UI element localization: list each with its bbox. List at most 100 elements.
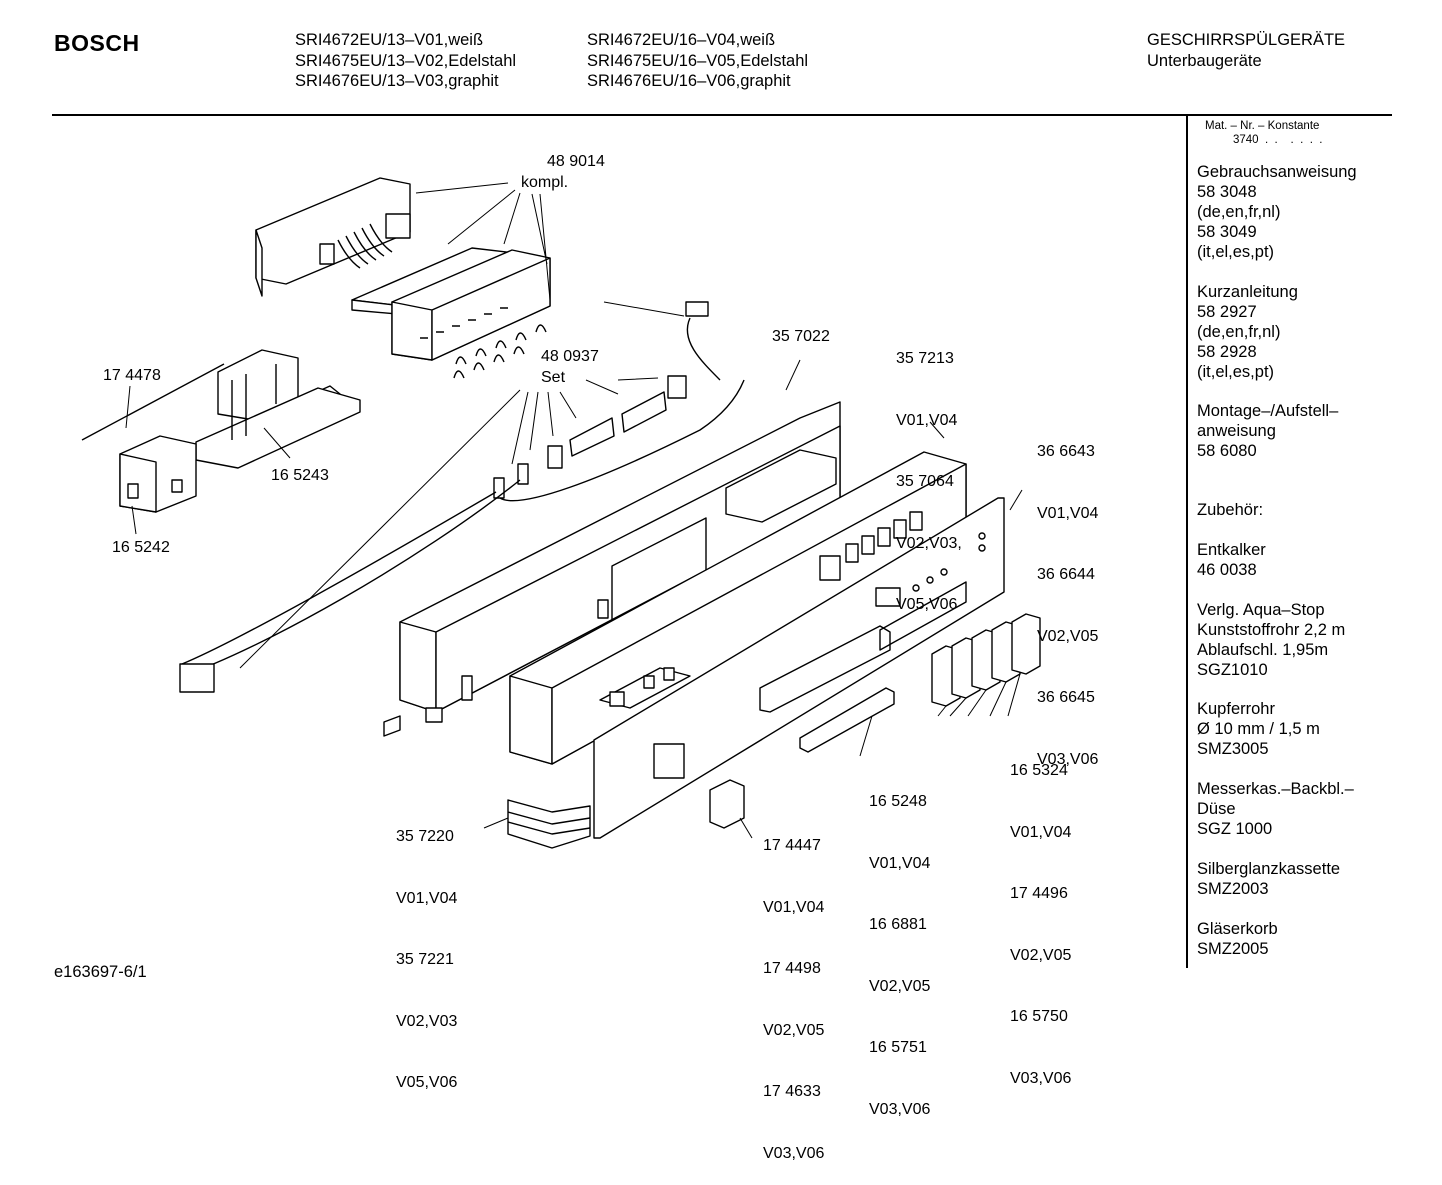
section-title: Messerkas.–Backbl.– (1197, 780, 1354, 798)
section-line: Ablaufschl. 1,95m (1197, 641, 1329, 659)
callout-line: V01,V04 (1037, 504, 1099, 522)
model-line: SRI4672EU/13–V01,weiß (295, 31, 484, 49)
callout-357220: 35 7220 V01,V04 35 7221 V02,V03 V05,V06 (396, 786, 457, 1114)
callout-165243: 16 5243 (271, 466, 329, 487)
section-line: (it,el,es,pt) (1197, 243, 1275, 261)
callout-line: V01,V04 (869, 854, 931, 872)
callout-line: V02,V05 (869, 977, 931, 995)
section-title: Gläserkorb (1197, 920, 1278, 938)
callout-165242: 16 5242 (112, 538, 170, 559)
fascia-panel (593, 497, 1005, 839)
section-line: (de,en,fr,nl) (1197, 203, 1281, 221)
sidebar-section-short-guide: Kurzanleitung 58 2927 (de,en,fr,nl) 58 2… (1197, 282, 1397, 382)
callout-line: 35 7220 (396, 828, 454, 845)
section-title: Montage–/Aufstell– (1197, 402, 1339, 420)
sidebar-section-nozzle: Messerkas.–Backbl.– Düse SGZ 1000 (1197, 779, 1397, 839)
model-list-2: SRI4672EU/16–V04,weiß SRI4675EU/16–V05,E… (587, 30, 808, 92)
sidebar-section-installation: Montage–/Aufstell– anweisung 58 6080 (1197, 401, 1397, 461)
callout-174478: 17 4478 (103, 366, 161, 387)
sidebar-section-aquastop: Verlg. Aqua–Stop Kunststoffrohr 2,2 m Ab… (1197, 600, 1397, 680)
callout-165248: 16 5248 V01,V04 16 6881 V02,V05 16 5751 … (869, 751, 930, 1141)
leader-lines (125, 182, 1023, 839)
callout-part-number: 17 4478 (103, 367, 161, 384)
callout-note: Set (541, 368, 566, 386)
callout-line: V02,V03 (396, 1012, 458, 1030)
model-list-1: SRI4672EU/13–V01,weiß SRI4675EU/13–V02,E… (295, 30, 516, 92)
section-line: Ø 10 mm / 1,5 m (1197, 720, 1320, 738)
callout-line: 17 4496 (1010, 885, 1068, 902)
section-title: Entkalker (1197, 541, 1266, 559)
callout-line: 16 5324 (1010, 762, 1068, 779)
model-line: SRI4675EU/13–V02,Edelstahl (295, 51, 517, 70)
mat-value: 3740 . . . . . . (1233, 134, 1323, 146)
cable-set (179, 301, 745, 693)
callout-line: 36 6644 (1037, 566, 1095, 583)
callout-366643: 36 6643 V01,V04 36 6644 V02,V05 36 6645 … (1037, 401, 1098, 791)
callout-line: V05,V06 (396, 1074, 458, 1091)
callout-line: 17 4447 (763, 837, 821, 854)
callout-line: V03,V06 (1037, 750, 1099, 768)
section-line: Kunststoffrohr 2,2 m (1197, 621, 1346, 639)
mat-constant: Mat. – Nr. – Konstante 3740 . . . . . . (1205, 119, 1322, 147)
section-line: SMZ2005 (1197, 940, 1269, 958)
sidebar-section-manual: Gebrauchsanweisung 58 3048 (de,en,fr,nl)… (1197, 162, 1397, 262)
rod-line (81, 363, 225, 441)
section-line: 58 6080 (1197, 442, 1257, 460)
callout-line: 16 5751 (869, 1039, 927, 1056)
callout-line: 16 5248 (869, 793, 927, 810)
holder-bracket (195, 349, 361, 469)
section-line: 58 3049 (1197, 223, 1257, 241)
callout-line: 16 6881 (869, 916, 927, 933)
callout-part-number: 48 0937 (541, 348, 599, 365)
exploded-view-drawing (81, 177, 1041, 849)
callout-line: 36 6645 (1037, 689, 1095, 706)
callout-line: V01,V04 (896, 411, 958, 429)
seal-strip (507, 799, 591, 849)
model-line: SRI4675EU/16–V05,Edelstahl (587, 51, 809, 70)
outer-panel (383, 401, 841, 737)
callout-357022: 35 7022 (772, 327, 830, 348)
sidebar-section-copper-pipe: Kupferrohr Ø 10 mm / 1,5 m SMZ3005 (1197, 699, 1397, 759)
callout-174447: 17 4447 V01,V04 17 4498 V02,V05 17 4633 … (763, 795, 824, 1185)
category-title: GESCHIRRSPÜLGERÄTE (1147, 31, 1346, 49)
callout-note: kompl. (521, 173, 569, 191)
category-subtitle: Unterbaugeräte (1147, 51, 1262, 70)
section-title: Zubehör: (1197, 501, 1264, 519)
header-rule (52, 114, 1392, 116)
sidebar-section-descaler: Entkalker 46 0038 (1197, 540, 1397, 580)
drawing-code: e163697-6/1 (54, 963, 147, 981)
callout-part-number: 16 5243 (271, 467, 329, 484)
model-line: SRI4676EU/16–V06,graphit (587, 72, 791, 90)
model-line: SRI4676EU/13–V03,graphit (295, 72, 499, 90)
section-title: Gebrauchsanweisung (1197, 163, 1357, 181)
key-set (931, 613, 1041, 707)
callout-line: V01,V04 (763, 898, 825, 916)
callout-357213: 35 7213 V01,V04 35 7064 V02,V03, V05,V06 (896, 308, 962, 636)
callout-line: V03,V06 (1010, 1069, 1072, 1087)
callout-line: V02,V03, (896, 534, 962, 552)
callout-part-number: 35 7022 (772, 328, 830, 345)
section-line: SMZ3005 (1197, 740, 1269, 758)
model-line: SRI4672EU/16–V04,weiß (587, 31, 776, 49)
callout-line: V02,V05 (1010, 946, 1072, 964)
sidebar-section-accessories: Zubehör: (1197, 500, 1397, 520)
section-line: SMZ2003 (1197, 880, 1269, 898)
callout-line: 17 4633 (763, 1083, 821, 1100)
sidebar-section-silver-cassette: Silberglanzkassette SMZ2003 (1197, 859, 1397, 899)
callout-part-number: 16 5242 (112, 539, 170, 556)
power-switch (119, 435, 197, 513)
callout-165324: 16 5324 V01,V04 17 4496 V02,V05 16 5750 … (1010, 720, 1071, 1110)
callout-line: V02,V05 (1037, 627, 1099, 645)
callout-line: 36 6643 (1037, 443, 1095, 460)
section-line: SGZ1010 (1197, 661, 1268, 679)
callout-line: V02,V05 (763, 1021, 825, 1039)
section-title: Silberglanzkassette (1197, 860, 1341, 878)
callout-line: V01,V04 (396, 889, 458, 907)
section-line: 58 3048 (1197, 183, 1257, 201)
section-line: 58 2928 (1197, 343, 1257, 361)
section-line: Düse (1197, 800, 1236, 818)
sidebar-rule (1186, 116, 1188, 968)
display-strip (799, 687, 895, 753)
mat-label: Mat. – Nr. – Konstante (1205, 120, 1320, 132)
